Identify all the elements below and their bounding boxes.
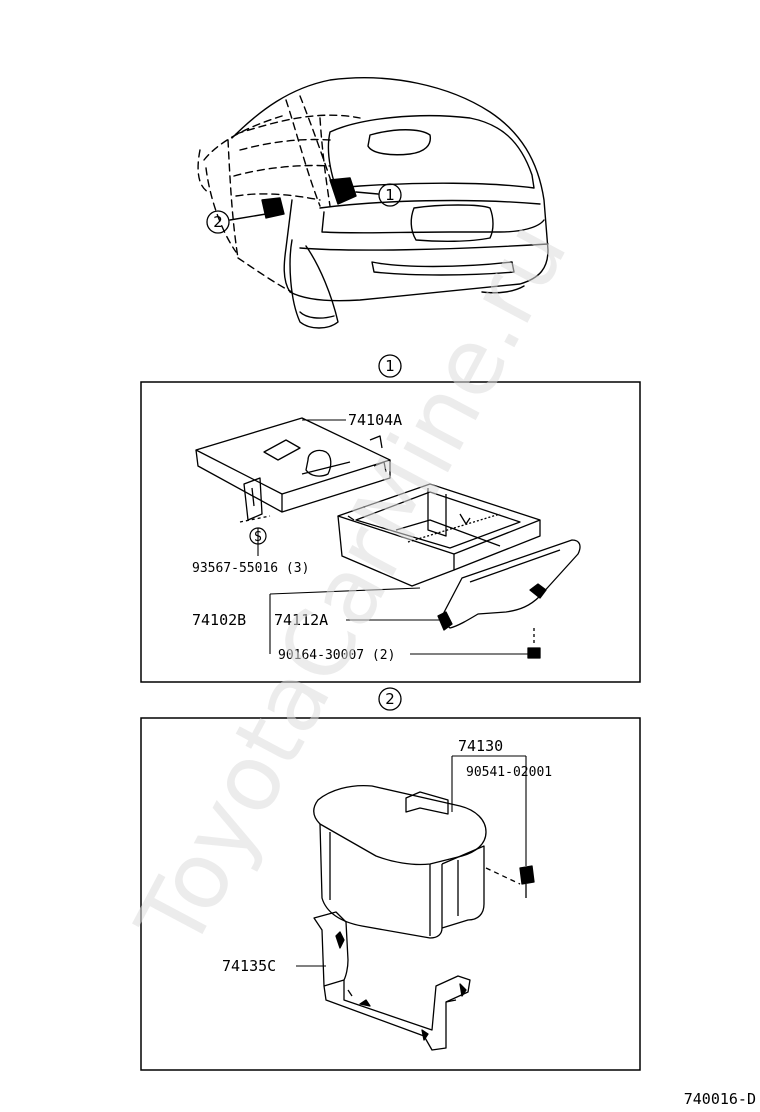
section-2-frame: [140, 717, 641, 1071]
section-1-frame: [140, 381, 641, 683]
screw-symbol: S: [249, 527, 267, 545]
label-74102B: 74102B: [192, 611, 246, 629]
callout-circle-1: [378, 183, 402, 207]
diagram-code: 740016-D: [684, 1090, 756, 1108]
label-90541-02001: 90541-02001: [466, 765, 552, 780]
label-74112A: 74112A: [274, 611, 328, 629]
svg-text:1: 1: [385, 357, 395, 375]
section-1-drawing: [195, 417, 581, 659]
callout-number-1: 1: [385, 186, 395, 204]
car-illustration: [197, 77, 549, 329]
label-90164-30007: 90164-30007 (2): [278, 648, 395, 663]
label-74135C: 74135C: [222, 957, 276, 975]
car-callouts: 1 2: [206, 183, 402, 234]
callout-circle-2: [206, 210, 230, 234]
section-1-leaders: [257, 419, 528, 655]
section-2-leaders: [296, 755, 527, 967]
label-93567-55016: 93567-55016 (3): [192, 561, 309, 576]
label-74130: 74130: [458, 737, 503, 755]
svg-text:2: 2: [385, 690, 395, 708]
label-74104A: 74104A: [348, 411, 402, 429]
svg-text:S: S: [254, 530, 262, 545]
section-2-marker: 2: [378, 687, 402, 711]
callout-number-2: 2: [213, 213, 223, 231]
section-2-drawing: [313, 784, 535, 1051]
section-1-marker: 1: [378, 354, 402, 378]
